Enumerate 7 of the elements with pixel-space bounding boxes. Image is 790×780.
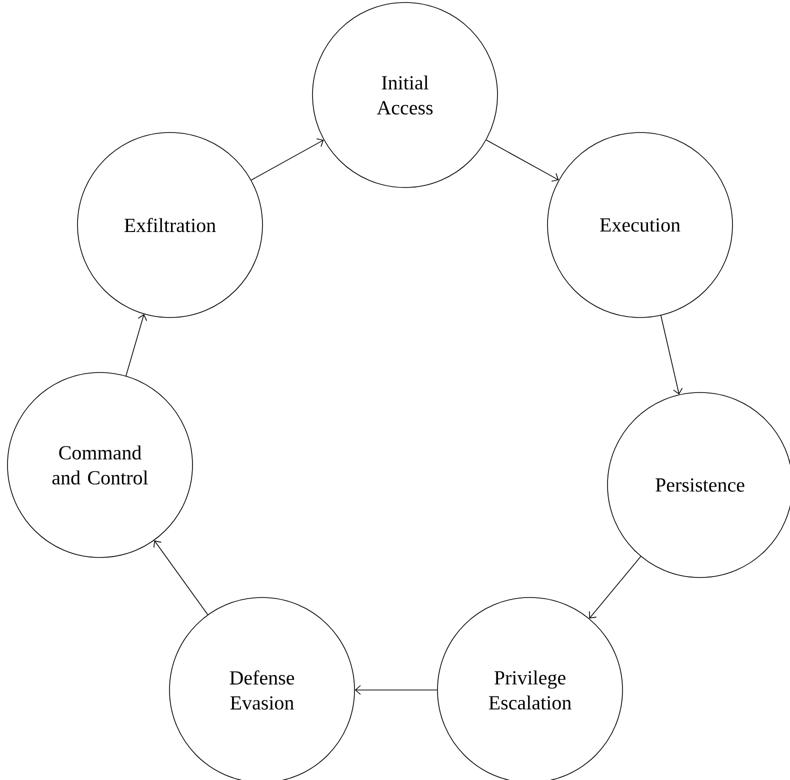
arrow [354,685,438,695]
arrow [486,140,559,182]
arrow [154,540,208,616]
arrow [660,315,683,394]
arrow [250,138,324,180]
arrow [126,314,148,376]
arrow [589,556,642,618]
